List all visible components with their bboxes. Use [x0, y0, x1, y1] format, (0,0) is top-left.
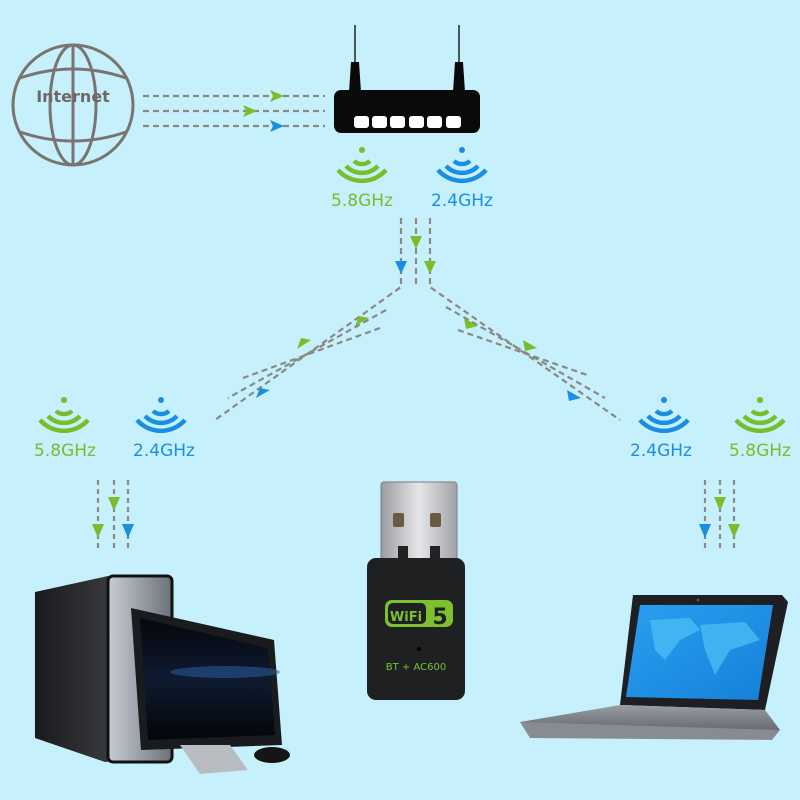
arrow-right-green [243, 105, 257, 117]
left-downlink [96, 480, 130, 550]
globe-icon [11, 43, 135, 167]
wifi-2g-icon [135, 397, 187, 434]
arrow-right-blue [567, 390, 581, 401]
arrow-down-green [714, 497, 726, 511]
arrow-down-green [92, 524, 104, 538]
adapter-badge-text: WiFi [390, 610, 422, 625]
arrow-right-green [464, 318, 478, 329]
arrow-down-blue [699, 524, 711, 538]
adapter-model-label: BT + AC600 [386, 662, 446, 673]
router-band-5g-label: 5.8GHz [331, 191, 393, 211]
usb-wifi-adapter: WiFi 5 BT + AC600 [367, 481, 465, 700]
arrow-down-blue [395, 261, 407, 274]
arrow-down-blue [122, 524, 134, 538]
left-band-2g-label: 2.4GHz [133, 441, 195, 461]
desktop-computer-image [35, 574, 290, 774]
arrow-left-green [355, 316, 369, 326]
router-downlink [214, 218, 621, 421]
right-band-2g-label: 2.4GHz [630, 441, 692, 461]
router-band-2g-label: 2.4GHz [431, 191, 493, 211]
wifi-5g-icon [38, 397, 90, 434]
right-downlink [703, 480, 736, 550]
arrow-left-green [297, 338, 311, 349]
adapter-badge-number: 5 [432, 605, 447, 630]
arrow-right-green [523, 340, 537, 351]
arrow-right-blue [270, 120, 284, 132]
wifi-5g-icon [734, 397, 786, 434]
laptop-image [520, 595, 788, 740]
arrow-down-green [728, 524, 740, 538]
internet-link [143, 94, 325, 128]
wifi-2g-icon [436, 147, 488, 184]
internet-label: Internet [36, 87, 110, 106]
wifi-2g-icon [638, 397, 690, 434]
left-band-5g-label: 5.8GHz [34, 441, 96, 461]
right-band-5g-label: 5.8GHz [729, 441, 791, 461]
arrow-left-blue [256, 388, 270, 398]
arrow-down-green [424, 261, 436, 274]
router-icon [334, 25, 480, 133]
wifi-5g-icon [336, 147, 388, 184]
arrow-right-green [270, 90, 284, 102]
arrow-down-green [108, 497, 120, 511]
arrow-down-green [410, 236, 422, 249]
